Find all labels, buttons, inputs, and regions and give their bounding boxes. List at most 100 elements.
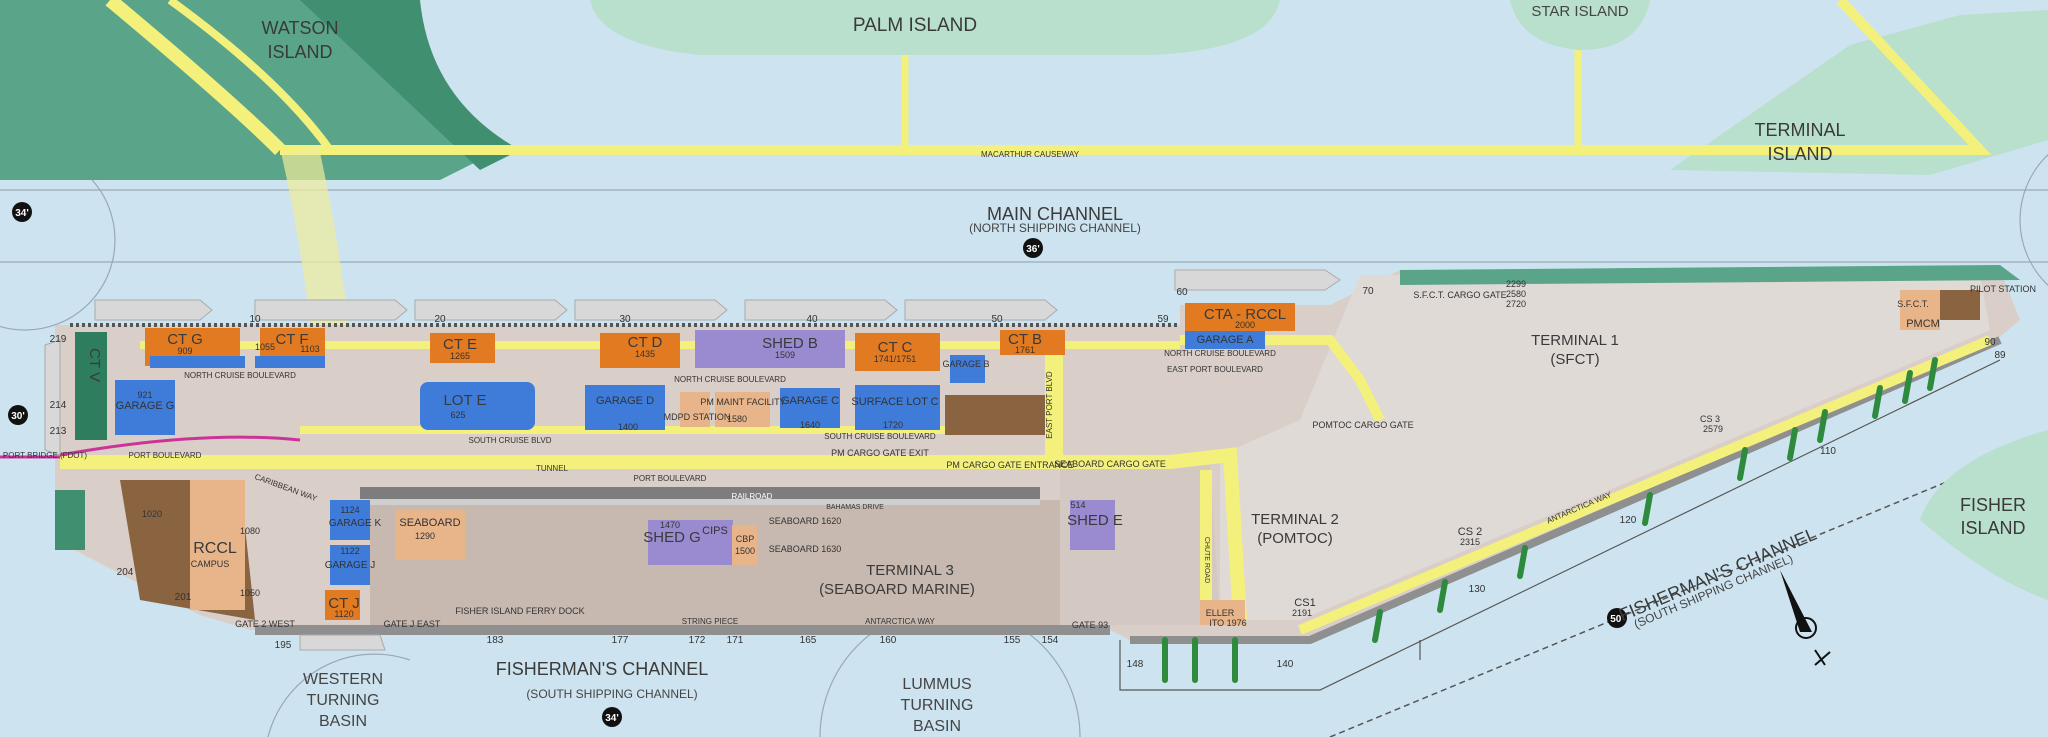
berth-10: 10 xyxy=(249,314,261,325)
seaboard-1630: SEABOARD 1630 xyxy=(769,544,842,554)
buildings xyxy=(75,290,1980,625)
left-edge-numbers: 219 214 213 204 201 xyxy=(50,334,192,603)
east-port-label: EAST PORT BOULEVARD xyxy=(1167,365,1263,374)
terminal-island xyxy=(1670,10,2048,175)
bottom-berth-numbers: 195 183 177 172 171 165 160 155 154 148 … xyxy=(275,635,1294,670)
chute-road-label: CHUTE ROAD xyxy=(1203,537,1210,583)
mdpd-bldg xyxy=(680,392,710,427)
ct-j-num: 1120 xyxy=(334,609,353,619)
misc-2299: 2299 xyxy=(1506,279,1526,289)
ct-j-bldg xyxy=(325,590,360,620)
depth-marker-1 xyxy=(12,202,32,222)
sfct-label: S.F.C.T. xyxy=(1897,299,1929,309)
ct-c-bldg xyxy=(855,333,940,371)
garage-k-label: GARAGE K xyxy=(329,518,382,529)
berth-155: 155 xyxy=(1004,635,1021,646)
berth-59: 59 xyxy=(1157,314,1169,325)
north-cruise-label-1: NORTH CRUISE BOULEVARD xyxy=(184,371,296,380)
garage-d-bldg xyxy=(585,385,665,430)
depth-marker-2 xyxy=(8,405,28,425)
misc-2580: 2580 xyxy=(1506,289,1526,299)
ships-north xyxy=(44,269,1341,651)
depth-markers: 34' 30' 36' 34' 50' xyxy=(8,202,1627,727)
t3-label: TERMINAL 3 xyxy=(866,562,954,579)
railroad-label: RAILROAD xyxy=(732,492,773,501)
berth-120: 120 xyxy=(1620,515,1637,526)
antarctica-way-east xyxy=(1298,335,1992,635)
ct-c-num: 1741/1751 xyxy=(874,354,917,364)
t1-label: TERMINAL 1 xyxy=(1531,332,1619,349)
eller-num: ITO 1976 xyxy=(1209,618,1246,628)
fisher-island-label-2: ISLAND xyxy=(1960,518,2025,538)
western-basin-1: WESTERN xyxy=(303,671,383,688)
palm-island xyxy=(590,0,1280,55)
shed-e-bldg xyxy=(1070,500,1115,550)
pm-maint-bldg xyxy=(715,392,770,427)
lummus-basin-2: TURNING xyxy=(901,697,974,714)
garage-g-bldg xyxy=(115,380,175,435)
port-bridge-curve xyxy=(59,435,301,457)
lot-e-num: 625 xyxy=(450,410,465,420)
ct-e-label: CT E xyxy=(443,336,477,353)
east-port-vert-label: EAST PORT BLVD xyxy=(1045,371,1054,439)
garage-b-bldg xyxy=(950,355,985,383)
cta-bldg xyxy=(1185,303,1295,331)
eller-label: ELLER xyxy=(1206,608,1235,618)
macarthur-causeway xyxy=(280,0,1992,155)
berth-30: 30 xyxy=(619,314,631,325)
eller-bldg xyxy=(1200,600,1245,625)
depth-marker-3 xyxy=(1023,238,1043,258)
cs2-label: CS 2 xyxy=(1458,526,1482,538)
pm-cargo-exit-label: PM CARGO GATE EXIT xyxy=(831,448,929,458)
string-piece-label: STRING PIECE xyxy=(682,617,738,626)
misc-1020: 1020 xyxy=(142,509,162,519)
berth-148: 148 xyxy=(1127,659,1144,670)
edge-204: 204 xyxy=(117,567,134,578)
berth-165: 165 xyxy=(800,635,817,646)
terminal-island-label-1: TERMINAL xyxy=(1754,120,1845,140)
berth-50: 50 xyxy=(991,314,1003,325)
star-island-label: STAR ISLAND xyxy=(1531,3,1628,20)
mdpd-label: MDPD STATION xyxy=(664,412,731,422)
berth-140: 140 xyxy=(1277,659,1294,670)
berth-183: 183 xyxy=(487,635,504,646)
main-channel-label: MAIN CHANNEL xyxy=(987,204,1123,224)
berth-110: 110 xyxy=(1820,446,1836,457)
berth-160: 160 xyxy=(880,635,897,646)
seaboard-bldg xyxy=(395,510,465,560)
garage-j-num: 1122 xyxy=(340,546,359,556)
depth-2: 30' xyxy=(11,411,25,422)
pmcm-label: PMCM xyxy=(1906,318,1940,330)
basin-arc-east xyxy=(2019,153,2048,287)
ct-d-label: CT D xyxy=(628,334,663,351)
north-arrow-icon xyxy=(1780,570,1831,666)
chute-road xyxy=(1200,470,1212,620)
shed-e-label: SHED E xyxy=(1067,512,1123,529)
watson-label-2: ISLAND xyxy=(267,42,332,62)
t2-label: TERMINAL 2 xyxy=(1251,511,1339,528)
ct-f-blue xyxy=(255,356,325,368)
garage-g-num: 921 xyxy=(137,390,152,400)
bahamas-drive xyxy=(360,499,1040,505)
western-basin-2: TURNING xyxy=(307,692,380,709)
edge-213: 213 xyxy=(50,426,67,437)
sfct-bldg xyxy=(1900,290,1940,330)
t3-sub: (SEABOARD MARINE) xyxy=(819,581,975,598)
railroad xyxy=(360,487,1040,499)
shed-g-bldg xyxy=(648,520,733,565)
lot-e-bldg xyxy=(420,382,535,430)
edge-201: 201 xyxy=(175,592,192,603)
t2-sub: (POMTOC) xyxy=(1257,530,1333,547)
south-cruise-label-2: SOUTH CRUISE BOULEVARD xyxy=(824,432,936,441)
depth-3: 36' xyxy=(1026,244,1040,255)
sfct-gate-label: S.F.C.T. CARGO GATE xyxy=(1413,290,1506,300)
garage-j-label: GARAGE J xyxy=(325,560,376,571)
surface-lot-c-bldg xyxy=(855,385,940,430)
palm-island-label: PALM ISLAND xyxy=(853,15,977,36)
berth-154: 154 xyxy=(1042,635,1059,646)
seaboard-1620: SEABOARD 1620 xyxy=(769,516,842,526)
macarthur-label: MACARTHUR CAUSEWAY xyxy=(981,150,1080,159)
shed-g-label: SHED G xyxy=(643,529,701,546)
berth-177: 177 xyxy=(612,635,629,646)
ferry-dock-label: FISHER ISLAND FERRY DOCK xyxy=(455,606,584,616)
